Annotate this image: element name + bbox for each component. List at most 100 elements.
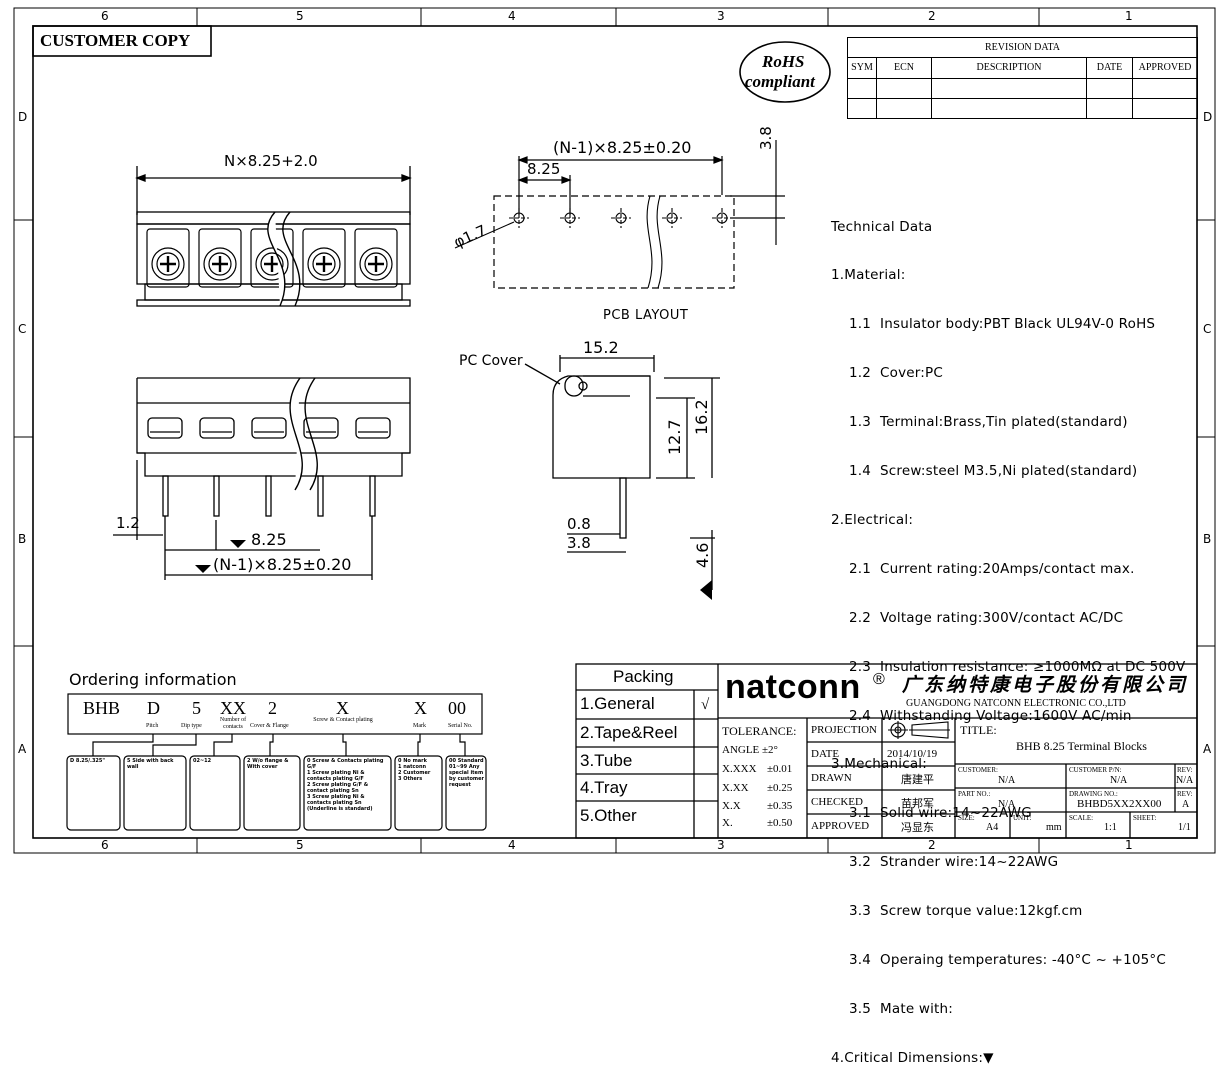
dim-front-edge: 1.2 — [116, 514, 140, 532]
tech-line: 2.4 Withstanding Voltage:1600V AC/min — [831, 707, 1132, 724]
packing-item: 4.Tray — [580, 778, 628, 797]
dim-front-total: (N-1)×8.25±0.20 — [213, 555, 352, 574]
tech-line: 4.Critical Dimensions:▼ — [831, 1049, 994, 1066]
order-box-dip: 5 Side with back wall — [127, 758, 176, 770]
order-box-contacts: 02~12 — [193, 758, 212, 764]
row-label-a: A — [18, 742, 27, 756]
col-label-6: 6 — [101, 9, 109, 23]
order-caption-dip: Dip type — [181, 723, 202, 729]
dim-pcb-total: (N-1)×8.25±0.20 — [553, 138, 692, 157]
dim-pin-w: 0.8 — [567, 515, 591, 533]
dim-side-width: 15.2 — [583, 338, 619, 357]
tol-row-label: X.XX — [722, 782, 749, 794]
tech-line: 3.1 Solid wire:14~22AWG — [831, 805, 1032, 822]
tech-line: 3.4 Operaing temperatures: -40°C ~ +105°… — [831, 951, 1167, 968]
tech-line: 3.3 Screw torque value:12kgf.cm — [831, 903, 1083, 920]
technical-data: Technical Data 1.Material: 1.1 Insulator… — [831, 186, 1185, 1082]
company-en: GUANGDONG NATCONN ELECTRONIC CO.,LTD — [906, 698, 1126, 709]
drawing-frame — [13, 7, 1216, 854]
tol-row-label: X.XXX — [722, 763, 757, 775]
row-label-d-right: D — [1203, 110, 1213, 124]
customer-value: N/A — [998, 775, 1016, 786]
packing-item: 1.General — [580, 694, 655, 713]
rev-col-date: DATE — [1086, 57, 1133, 79]
part-no-value: N/A — [998, 799, 1016, 810]
drawing-title: BHB 8.25 Terminal Blocks — [1016, 739, 1147, 753]
order-code-cover: 2 — [268, 698, 277, 718]
drawn-value: 唐建平 — [901, 774, 934, 786]
order-code-mark: X — [414, 698, 427, 718]
row-label-b: B — [18, 532, 27, 546]
drawing-no-value: BHBD5XX2XX00 — [1077, 798, 1162, 810]
rev-col-description: DESCRIPTION — [931, 57, 1087, 79]
pcb-layout-label: PCB LAYOUT — [603, 308, 689, 323]
pc-cover-label: PC Cover — [459, 353, 523, 369]
col-label-1: 1 — [1125, 9, 1133, 23]
order-caption-plating: Screw & Contact plating — [313, 717, 373, 723]
ordering-title: Ordering information — [69, 670, 237, 689]
order-caption-mark: Mark — [413, 723, 426, 729]
rev-col-sym: SYM — [847, 57, 877, 79]
tech-line: Technical Data — [831, 218, 933, 235]
tol-row-label: X.X — [722, 800, 741, 812]
row-label-c-right: C — [1203, 322, 1212, 336]
tech-line: 1.4 Screw:steel M3.5,Ni plated(standard) — [831, 463, 1138, 480]
date-value: 2014/10/19 — [887, 748, 938, 760]
unit-label: UNIT: — [1013, 814, 1032, 822]
projection-label: PROJECTION — [811, 724, 878, 736]
dim-front-pitch: 8.25 — [251, 530, 287, 549]
order-code-serial: 00 — [448, 698, 466, 718]
packing-item: 5.Other — [580, 806, 637, 825]
col-label-6-bottom: 6 — [101, 838, 109, 852]
order-box-serial: 00 Standard 01~99 Any special item by cu… — [449, 758, 484, 788]
tolerance-label: TOLERANCE: — [722, 724, 797, 738]
sheet-value: 1/1 — [1178, 822, 1191, 833]
tech-line: 1.3 Terminal:Brass,Tin plated(standard) — [831, 414, 1128, 431]
order-box-mark: 0 No mark 1 natconn 2 Customer 3 Others — [398, 758, 431, 782]
col-label-5-bottom: 5 — [296, 838, 304, 852]
tech-line: 2.2 Voltage rating:300V/contact AC/DC — [831, 609, 1124, 626]
packing-item: 3.Tube — [580, 751, 633, 770]
drawn-label: DRAWN — [811, 772, 852, 784]
date-label: DATE — [811, 748, 840, 760]
tech-line: 1.2 Cover:PC — [831, 365, 944, 382]
row-label-b-right: B — [1203, 532, 1212, 546]
order-box-cover: 2 W/o flange & With cover — [247, 758, 291, 770]
brand-logo: natconn — [725, 668, 861, 706]
dim-overall: N×8.25+2.0 — [224, 152, 318, 170]
brand-reg: ® — [873, 671, 885, 688]
scale-value: 1:1 — [1104, 822, 1117, 833]
rev-value-2: A — [1182, 799, 1190, 810]
tol-row-value: ±0.01 — [767, 763, 793, 775]
scale-label: SCALE: — [1069, 814, 1094, 822]
tech-line: 3.Mechanical: — [831, 756, 927, 773]
col-label-1-bottom: 1 — [1125, 838, 1133, 852]
col-label-3: 3 — [717, 9, 725, 23]
dim-side-h1: 12.7 — [665, 419, 684, 455]
order-code-pitch: D — [147, 698, 160, 718]
checked-label: CHECKED — [811, 796, 863, 808]
revision-title: REVISION DATA — [847, 36, 1198, 59]
packing-title: Packing — [613, 667, 674, 686]
rev-label-2: REV: — [1177, 790, 1193, 798]
tech-line: 3.5 Mate with: — [831, 1000, 954, 1017]
order-caption-serial: Serial No. — [448, 723, 473, 729]
customer-copy-label: CUSTOMER COPY — [40, 31, 191, 50]
tech-line: 2.3 Insulation resistance: ≥1000MΩ at DC… — [831, 658, 1186, 675]
rev-label: REV: — [1177, 766, 1193, 774]
row-label-c: C — [18, 322, 27, 336]
order-code-contacts: XX — [220, 698, 246, 718]
col-label-2: 2 — [928, 9, 936, 23]
approved-value: 冯显东 — [901, 822, 934, 834]
customer-pn-value: N/A — [1110, 775, 1128, 786]
customer-label: CUSTOMER: — [958, 766, 998, 774]
size-value: A4 — [986, 822, 999, 833]
checked-value: 苗邦军 — [901, 798, 934, 810]
tol-row-value: ±0.35 — [767, 800, 793, 812]
order-caption-cover: Cover & Flange — [250, 723, 289, 729]
packing-item: 2.Tape&Reel — [580, 723, 678, 742]
title-label: TITLE: — [960, 723, 997, 737]
order-box-plating: 0 Screw & Contacts plating G/F 1 Screw p… — [307, 758, 384, 812]
tech-line: 1.Material: — [831, 267, 906, 284]
tol-row-label: X. — [722, 817, 733, 829]
